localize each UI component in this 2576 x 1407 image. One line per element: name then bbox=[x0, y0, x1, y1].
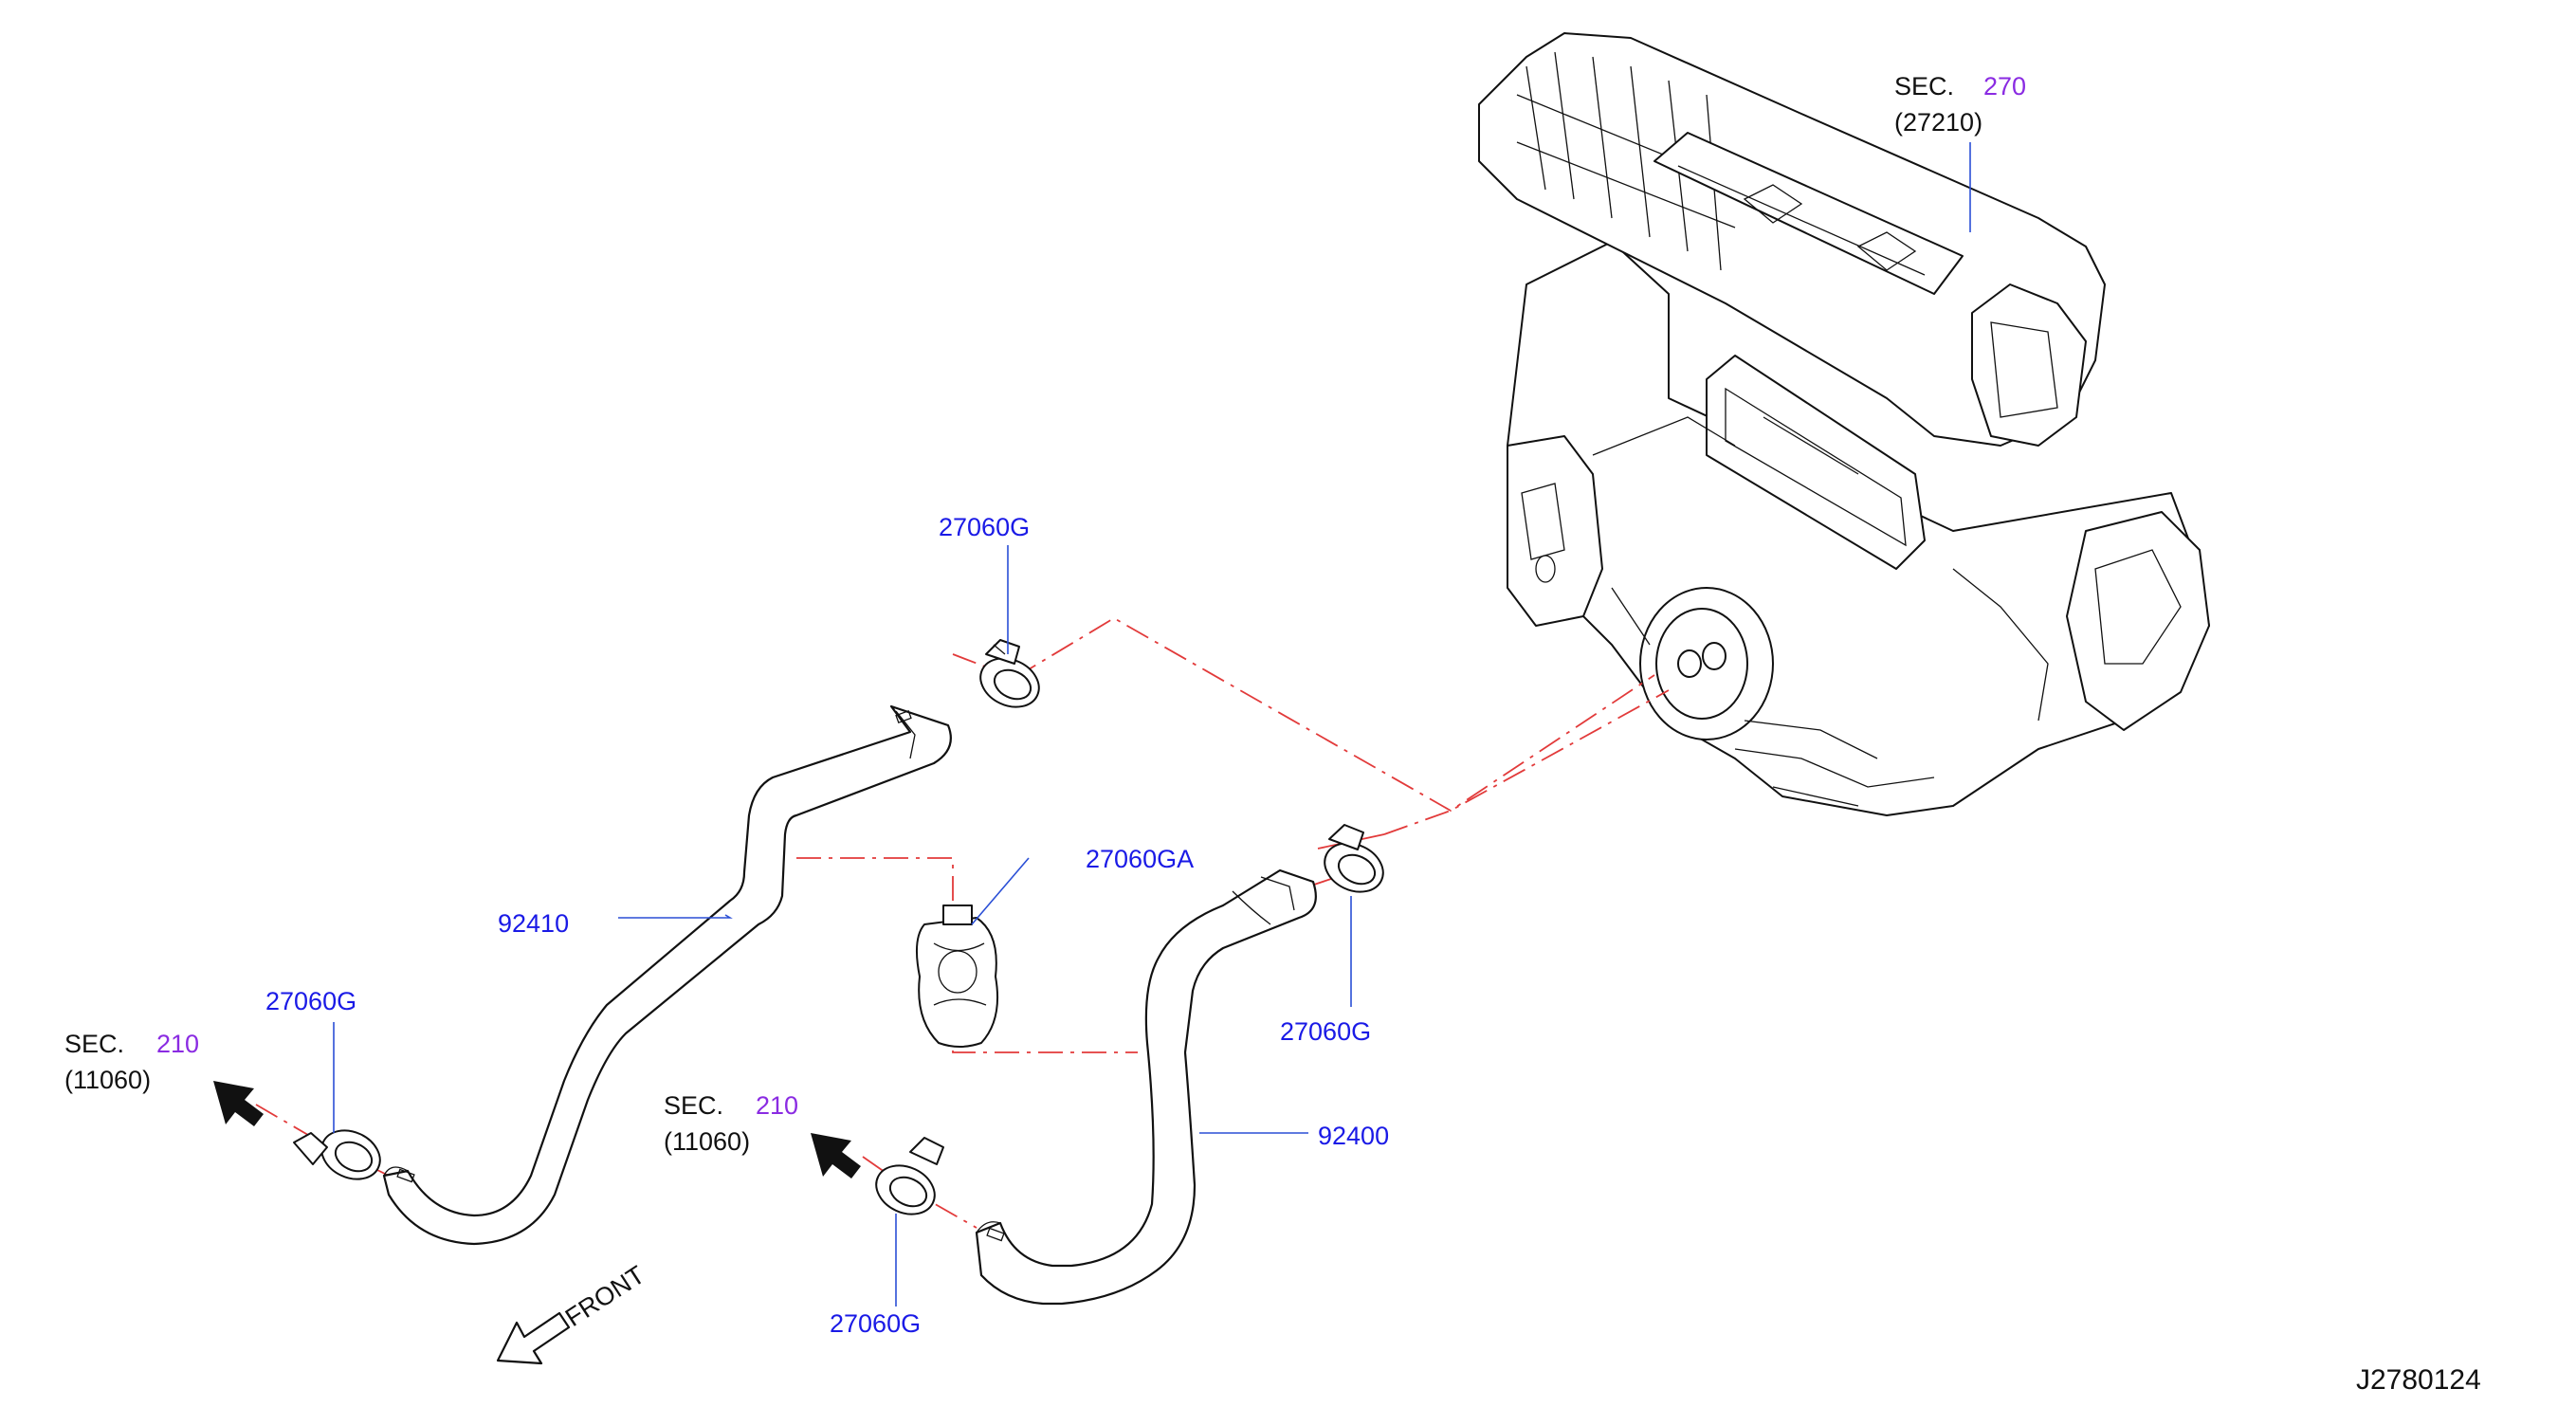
section-prefix: SEC. bbox=[664, 1091, 723, 1120]
section-prefix: SEC. bbox=[1894, 72, 1954, 100]
clamp-top bbox=[979, 639, 1040, 708]
diagram-code: J2780124 bbox=[2356, 1364, 2481, 1396]
clamp-bottom bbox=[875, 1137, 944, 1215]
section-number: 270 bbox=[1983, 72, 2026, 100]
clamp-right bbox=[1324, 824, 1384, 893]
section-part: (11060) bbox=[64, 1066, 151, 1094]
callout-clamp-top: 27060G bbox=[939, 513, 1030, 541]
section-part: (27210) bbox=[1894, 108, 1982, 137]
callout-clamp-bottom: 27060G bbox=[830, 1309, 921, 1338]
section-number: 210 bbox=[756, 1091, 798, 1120]
section-prefix: SEC. bbox=[64, 1030, 124, 1058]
clamp-left bbox=[293, 1129, 381, 1180]
section-part: (11060) bbox=[664, 1127, 750, 1156]
section-number: 210 bbox=[156, 1030, 199, 1058]
hose-92400 bbox=[975, 868, 1317, 1306]
bracket-27060GA bbox=[915, 904, 999, 1048]
hose-92410 bbox=[382, 704, 952, 1246]
callout-hose-lower: 92400 bbox=[1318, 1122, 1389, 1150]
callout-labels: 27060G 27060GA 92410 27060G 27060G 92400… bbox=[265, 513, 1389, 1338]
callout-hose-upper: 92410 bbox=[498, 909, 569, 938]
section-ref-engine-right: SEC. 210 (11060) bbox=[664, 1091, 798, 1156]
callout-clamp-left: 27060G bbox=[265, 987, 356, 1015]
leader-lines bbox=[333, 142, 1971, 1306]
callout-clamp-right: 27060G bbox=[1280, 1017, 1371, 1046]
arrow-engine-left bbox=[213, 1081, 264, 1126]
callout-bracket: 27060GA bbox=[1086, 845, 1194, 873]
section-ref-heater: SEC. 270 (27210) bbox=[1894, 72, 2026, 137]
heater-unit-assembly bbox=[1478, 32, 2210, 816]
front-label: FRONT bbox=[560, 1260, 649, 1332]
front-arrow-icon bbox=[496, 1311, 571, 1365]
section-ref-engine-left: SEC. 210 (11060) bbox=[64, 1030, 199, 1094]
arrow-engine-right bbox=[811, 1133, 861, 1179]
